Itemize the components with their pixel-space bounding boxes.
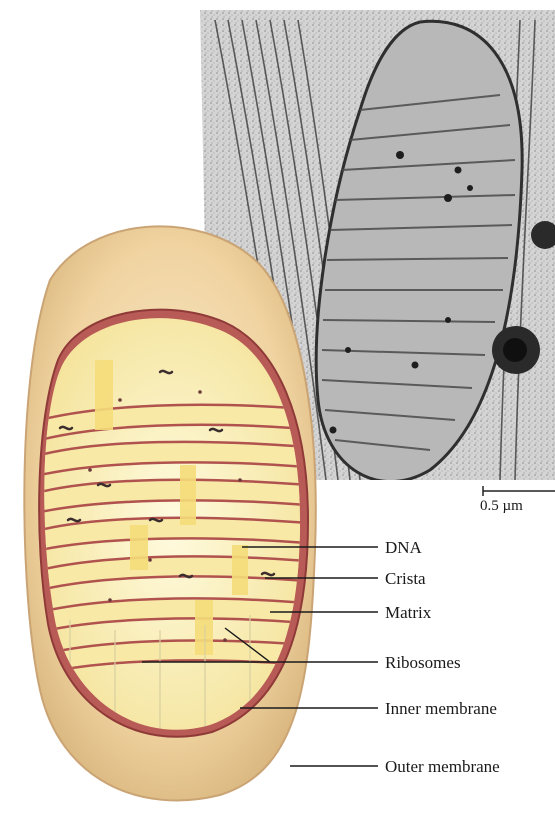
label-dna: DNA	[385, 539, 422, 556]
mitochondrion-illustration	[24, 226, 320, 800]
label-outer-membrane: Outer membrane	[385, 758, 500, 775]
label-crista: Crista	[385, 570, 426, 587]
label-inner-membrane: Inner membrane	[385, 700, 497, 717]
label-ribosomes: Ribosomes	[385, 654, 461, 671]
scale-bar-label: 0.5 µm	[480, 498, 523, 515]
scale-bar	[483, 486, 555, 496]
label-matrix: Matrix	[385, 604, 431, 621]
